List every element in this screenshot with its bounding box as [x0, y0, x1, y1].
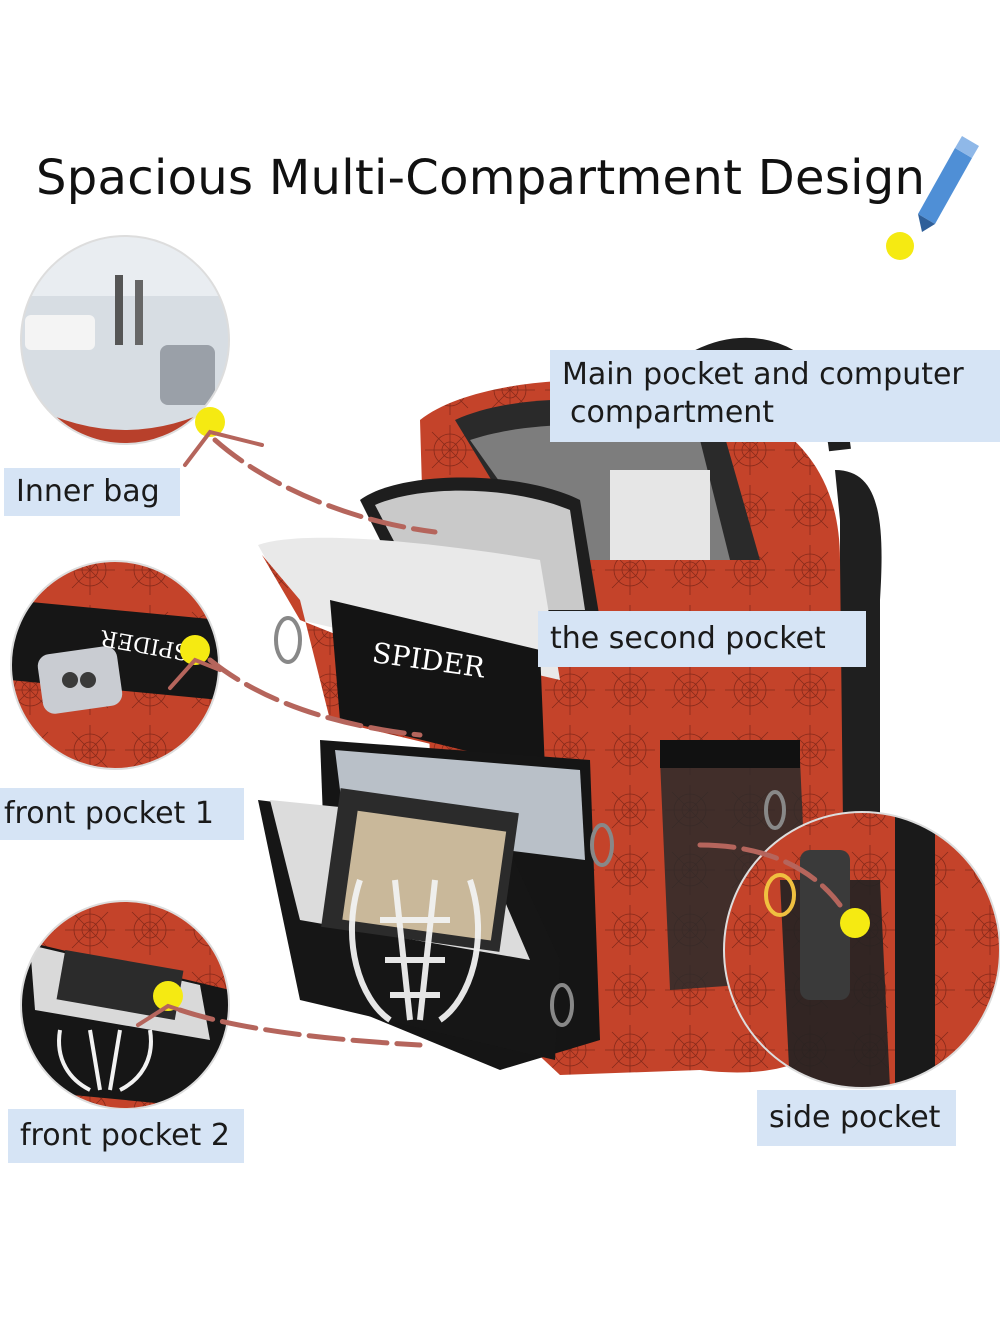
page-title: Spacious Multi-Compartment Design: [36, 150, 926, 206]
front-pocket-1-detail: SPIDER: [11, 561, 219, 769]
label-side-pocket: side pocket: [757, 1090, 956, 1146]
callout-arrows: [177, 437, 843, 1048]
label-front-pocket-2: front pocket 2: [8, 1109, 244, 1163]
front-pocket-2-detail: [21, 901, 229, 1109]
label-main-pocket-line2: compartment: [570, 395, 775, 430]
label-front-pocket-1: front pocket 1: [0, 788, 244, 840]
inner-bag-detail: [21, 236, 229, 444]
shoulder-strap: [835, 470, 882, 868]
label-main-pocket-line1: Main pocket and computer: [562, 357, 964, 392]
label-second-pocket: the second pocket: [538, 611, 866, 667]
backpack-body: [258, 380, 845, 1075]
callout-markers: [153, 407, 870, 1011]
label-inner-bag: Inner bag: [4, 468, 180, 516]
label-main-pocket: Main pocket and computer compartment: [550, 350, 1000, 442]
highlighter-icon: [886, 136, 979, 260]
